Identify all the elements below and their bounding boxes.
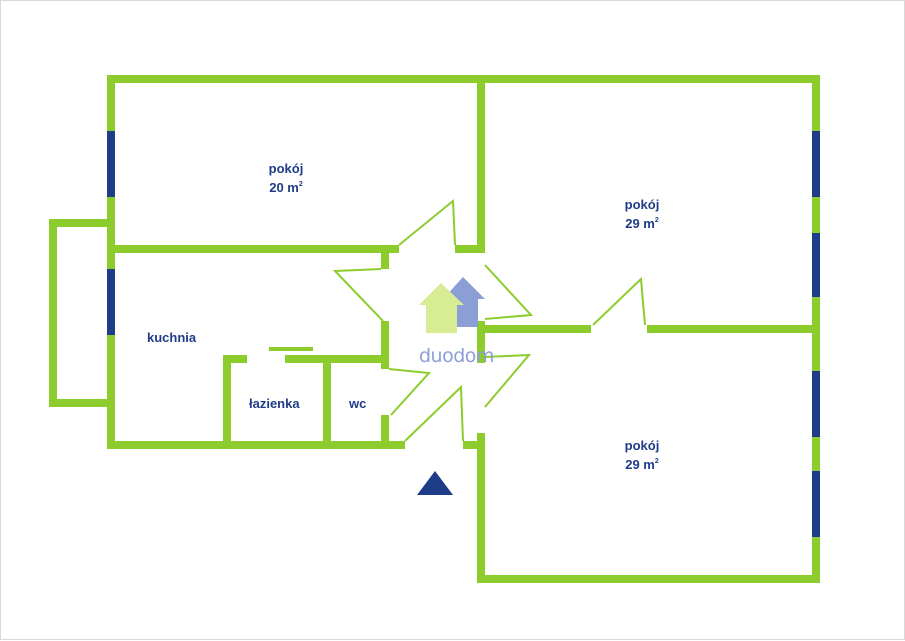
wall-right-rooms-divider-b bbox=[647, 325, 820, 333]
room-top-right-label: pokój 29 m2 bbox=[612, 197, 672, 232]
wall-top bbox=[107, 75, 820, 83]
walls bbox=[49, 75, 820, 583]
wall-bath-door-mark bbox=[269, 347, 313, 351]
wall-left bbox=[107, 75, 115, 449]
entrance-arrow-icon bbox=[417, 471, 453, 495]
room-bottom-right-area: 29 m2 bbox=[625, 457, 659, 472]
wall-right-rooms-divider-a bbox=[477, 325, 591, 333]
room-top-left-name: pokój bbox=[268, 161, 304, 176]
logo-text: duodom bbox=[419, 345, 494, 367]
wall-bath-wc bbox=[323, 355, 331, 449]
door-swing-wc bbox=[388, 368, 432, 416]
balcony-top bbox=[49, 219, 115, 227]
window-top-right-room-a bbox=[812, 131, 820, 197]
window-bottom-right-room-a bbox=[812, 371, 820, 437]
wall-corridor-left-b bbox=[381, 321, 389, 369]
room-top-right-name: pokój bbox=[624, 197, 660, 212]
door-swing-middle-room bbox=[592, 276, 646, 326]
wall-bottom-right bbox=[477, 575, 820, 583]
house-logo-front bbox=[419, 283, 464, 333]
window-bottom-right-room-b bbox=[812, 471, 820, 537]
room-top-right-area: 29 m2 bbox=[625, 216, 659, 231]
balcony-bottom bbox=[49, 399, 115, 407]
door-swings bbox=[332, 198, 646, 442]
room-top-left-area: 20 m2 bbox=[269, 180, 303, 195]
window-top-right-room-b bbox=[812, 233, 820, 297]
wall-bottom-left bbox=[107, 441, 405, 449]
toilet-label: wc bbox=[349, 396, 367, 411]
door-swing-entrance bbox=[404, 384, 464, 442]
room-bottom-right-name: pokój bbox=[624, 438, 660, 453]
window-top-left-room bbox=[107, 131, 115, 197]
house-logo-icon bbox=[419, 277, 485, 333]
door-swing-kitchen bbox=[332, 268, 384, 322]
windows bbox=[107, 131, 820, 537]
wall-divider-bottom bbox=[477, 433, 485, 583]
wall-corridor-bottom-stub bbox=[463, 441, 485, 449]
bathroom-label: łazienka bbox=[249, 396, 300, 411]
wall-bath-top-a bbox=[223, 355, 247, 363]
door-swing-bottom-right-room bbox=[484, 353, 532, 408]
door-swing-top-right-room bbox=[484, 264, 534, 320]
wall-top-left-room-bottom bbox=[107, 245, 399, 253]
window-kitchen bbox=[107, 269, 115, 335]
kitchen-label: kuchnia bbox=[147, 330, 197, 345]
wall-divider-top bbox=[477, 75, 485, 253]
door-swing-top-left-room bbox=[398, 198, 456, 246]
wall-corridor-left-a bbox=[381, 245, 389, 269]
room-top-left-label: pokój 20 m2 bbox=[256, 161, 316, 196]
balcony-left bbox=[49, 219, 57, 407]
wall-bath-left bbox=[223, 355, 231, 449]
room-bottom-right-label: pokój 29 m2 bbox=[612, 438, 672, 473]
wall-divider-lower bbox=[477, 321, 485, 363]
wall-corridor-left-c bbox=[381, 415, 389, 449]
wall-bath-top-b bbox=[285, 355, 389, 363]
wall-top-left-stub bbox=[455, 245, 485, 253]
